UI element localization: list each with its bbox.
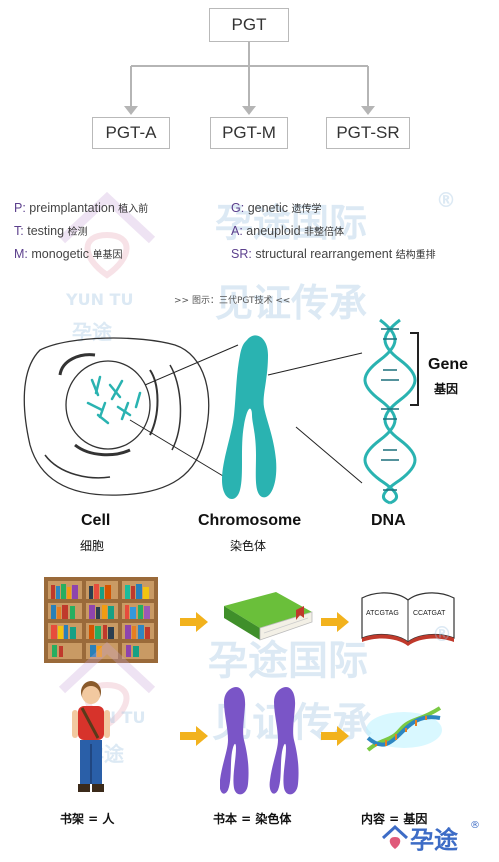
big-chromosome (222, 335, 277, 500)
definition-key: P: (14, 201, 26, 215)
chromosome-label-zh: 染色体 (230, 539, 267, 553)
dna-sequence-1: ATCGTAG (366, 610, 399, 617)
figure-caption: >> 图示：三代PGT技术 << (174, 296, 291, 306)
definition-en: testing (27, 224, 65, 238)
arrow-icon (180, 612, 208, 632)
logo-text: 孕途 (410, 826, 458, 854)
dna-helix (363, 318, 417, 505)
watermark-reg-1: ® (436, 188, 456, 212)
watermark-text-1b: 孕途国际 (208, 638, 368, 684)
definition-zh: 结构重排 (395, 250, 436, 261)
cell-label-en: Cell (81, 512, 111, 529)
nucleus-chromosomes (86, 375, 142, 425)
arrow-icon (180, 726, 208, 746)
cell-label-zh: 细胞 (80, 539, 105, 553)
definition-t: T: testing 检测 (14, 223, 88, 238)
tree-node-pgt-m: PGT-M (210, 117, 288, 149)
arrow-icon (321, 612, 349, 632)
book-image (224, 592, 313, 641)
cell-nucleus (65, 360, 151, 450)
definition-en: aneuploid (246, 224, 301, 238)
definition-zh: 非整倍体 (304, 227, 344, 238)
definition-zh: 遗传学 (291, 204, 322, 215)
definition-zh: 单基因 (92, 250, 123, 261)
definition-g: G: genetic 遗传学 (231, 200, 321, 215)
dna-sequence-2: CCATGAT (413, 610, 446, 617)
definition-a: A: aneuploid 非整倍体 (231, 223, 344, 238)
definition-en: monogetic (31, 247, 90, 261)
definition-key: M: (14, 247, 28, 261)
watermark-text-2: 见证传承 (215, 281, 368, 325)
arrow-icon (321, 726, 349, 746)
definition-en: genetic (247, 201, 288, 215)
watermark-reg-1b: ® (432, 622, 452, 646)
watermark-text-1: 孕途国际 (215, 201, 368, 245)
purple-chromosomes-image (220, 686, 299, 795)
gene-label-en: Gene (428, 356, 469, 373)
definition-key: G: (231, 201, 245, 215)
definition-key: A: (231, 224, 243, 238)
definition-m: M: monogetic 单基因 (14, 246, 123, 261)
tree-node-pgt-sr: PGT-SR (326, 117, 410, 149)
dna-label-en: DNA (371, 512, 406, 529)
definition-key: SR: (231, 247, 252, 261)
bookshelf-image (44, 577, 158, 663)
watermark-yuntu: YUN TU (66, 290, 134, 309)
analogy-label-bookshelf: 书架 = 人 (60, 812, 115, 826)
definition-zh: 检测 (67, 227, 88, 238)
tree-connectors (124, 42, 375, 115)
cell-chromosome-dna-diagram (23, 318, 419, 505)
cell-outline (23, 337, 210, 496)
gene-bracket (410, 332, 419, 406)
open-book-image (361, 592, 455, 646)
logo-reg: ® (470, 820, 480, 831)
chromosome-label-en: Chromosome (198, 512, 302, 529)
gene-label-zh: 基因 (434, 382, 459, 396)
definition-zh: 植入前 (118, 204, 149, 215)
analogy-label-book: 书本 = 染色体 (213, 812, 292, 826)
definition-p: P: preimplantation 植入前 (14, 200, 148, 215)
dna-glow-image (366, 706, 442, 752)
definition-key: T: (14, 224, 24, 238)
person-image (72, 681, 110, 792)
tree-node-pgt-a: PGT-A (92, 117, 170, 149)
definition-en: preimplantation (29, 201, 115, 215)
analogy-label-content: 内容 = 基因 (361, 812, 428, 826)
watermark-logo-icon (58, 191, 156, 279)
logo-icon (381, 824, 409, 849)
tree-root-pgt: PGT (209, 8, 289, 42)
definition-en: structural rearrangement (255, 247, 393, 261)
definition-sr: SR: structural rearrangement 结构重排 (231, 246, 436, 261)
